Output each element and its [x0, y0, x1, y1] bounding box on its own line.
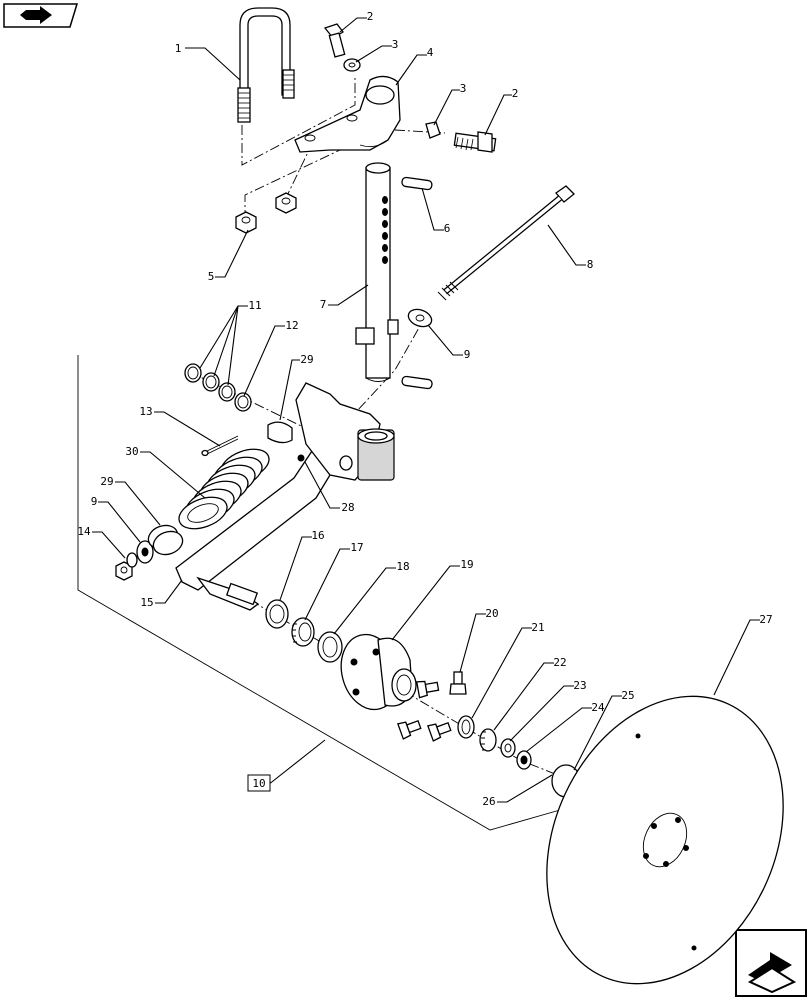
- callout-1: 1: [175, 42, 182, 55]
- spring-cap-lower: [147, 524, 184, 556]
- callout-19: 19: [460, 558, 473, 571]
- callout-9b: 9: [91, 495, 98, 508]
- callout-23: 23: [573, 679, 586, 692]
- callout-20: 20: [485, 607, 498, 620]
- assembly-ref-box: [247, 774, 271, 792]
- vertical-shaft: [355, 162, 399, 382]
- flat-washer-upper: [407, 308, 433, 328]
- snap-ring-set: [184, 363, 252, 412]
- callout-13: 13: [139, 405, 152, 418]
- callout-12: 12: [285, 319, 298, 332]
- centerline-nuts: [244, 149, 341, 220]
- hex-nut-right: [275, 192, 297, 214]
- gauge-disc: [546, 695, 784, 985]
- gauge-wheel-arm: [175, 382, 395, 611]
- callout-2a: 2: [367, 10, 374, 23]
- callout-8: 8: [587, 258, 594, 271]
- bearing-inner: [291, 617, 315, 647]
- callout-3b: 3: [460, 82, 467, 95]
- centerline-nuts-b: [284, 147, 311, 201]
- callout-2b: 2: [512, 87, 519, 100]
- wheel-hub: [340, 633, 417, 711]
- bolt-top: [323, 23, 346, 58]
- coil-spring: [178, 448, 270, 530]
- previous-page-arrow-icon[interactable]: [3, 3, 79, 28]
- callout-9a: 9: [464, 348, 471, 361]
- wheel-bolts: [397, 671, 467, 742]
- callout-4: 4: [427, 46, 434, 59]
- mounting-bracket: [294, 75, 401, 153]
- callout-27: 27: [759, 613, 772, 626]
- callout-25: 25: [621, 689, 634, 702]
- flat-washer-lower: [136, 540, 154, 564]
- callout-7: 7: [320, 298, 327, 311]
- cotter-pin: [201, 435, 239, 457]
- castle-nut: [516, 750, 532, 770]
- lock-nut: [115, 552, 138, 581]
- assembly-ref-label: 10: [252, 777, 265, 790]
- callout-28: 28: [341, 501, 354, 514]
- callout-21: 21: [531, 621, 544, 634]
- bolt-side: [425, 121, 497, 153]
- bearing-cup: [317, 631, 343, 663]
- callout-22: 22: [553, 656, 566, 669]
- callout-16: 16: [311, 529, 324, 542]
- pin-upper: [401, 176, 433, 191]
- callout-15: 15: [140, 596, 153, 609]
- callout-5: 5: [208, 270, 215, 283]
- callout-6: 6: [444, 222, 451, 235]
- assembly-boundary: [77, 355, 561, 831]
- long-bolt: [437, 185, 575, 301]
- callout-14: 14: [77, 525, 91, 538]
- callout-26: 26: [482, 795, 495, 808]
- callout-18: 18: [396, 560, 409, 573]
- centerline-arm: [189, 325, 421, 441]
- callout-labels: 1 2 3 4 3 2 6 5 8 7 9 11 12 29 13 30 28 …: [77, 10, 772, 808]
- pin-lower: [401, 375, 433, 390]
- assembly-ref-leader: [267, 739, 326, 786]
- spring-cap-upper: [267, 421, 293, 444]
- centerline-ubolt: [241, 75, 356, 166]
- next-page-arrow-icon[interactable]: [735, 929, 807, 997]
- u-bolt: [237, 7, 295, 123]
- callout-29b: 29: [100, 475, 113, 488]
- callout-11: 11: [248, 299, 261, 312]
- seal: [265, 599, 289, 629]
- callout-24: 24: [591, 701, 605, 714]
- callout-29a: 29: [300, 353, 313, 366]
- thrust-washer: [500, 738, 516, 758]
- leader-lines: [92, 17, 760, 803]
- callout-30: 30: [125, 445, 138, 458]
- hex-nut-left: [235, 211, 257, 234]
- outer-bearing: [479, 728, 497, 752]
- outer-bearing-cup: [457, 715, 475, 739]
- callout-17: 17: [350, 541, 363, 554]
- callout-3a: 3: [392, 38, 399, 51]
